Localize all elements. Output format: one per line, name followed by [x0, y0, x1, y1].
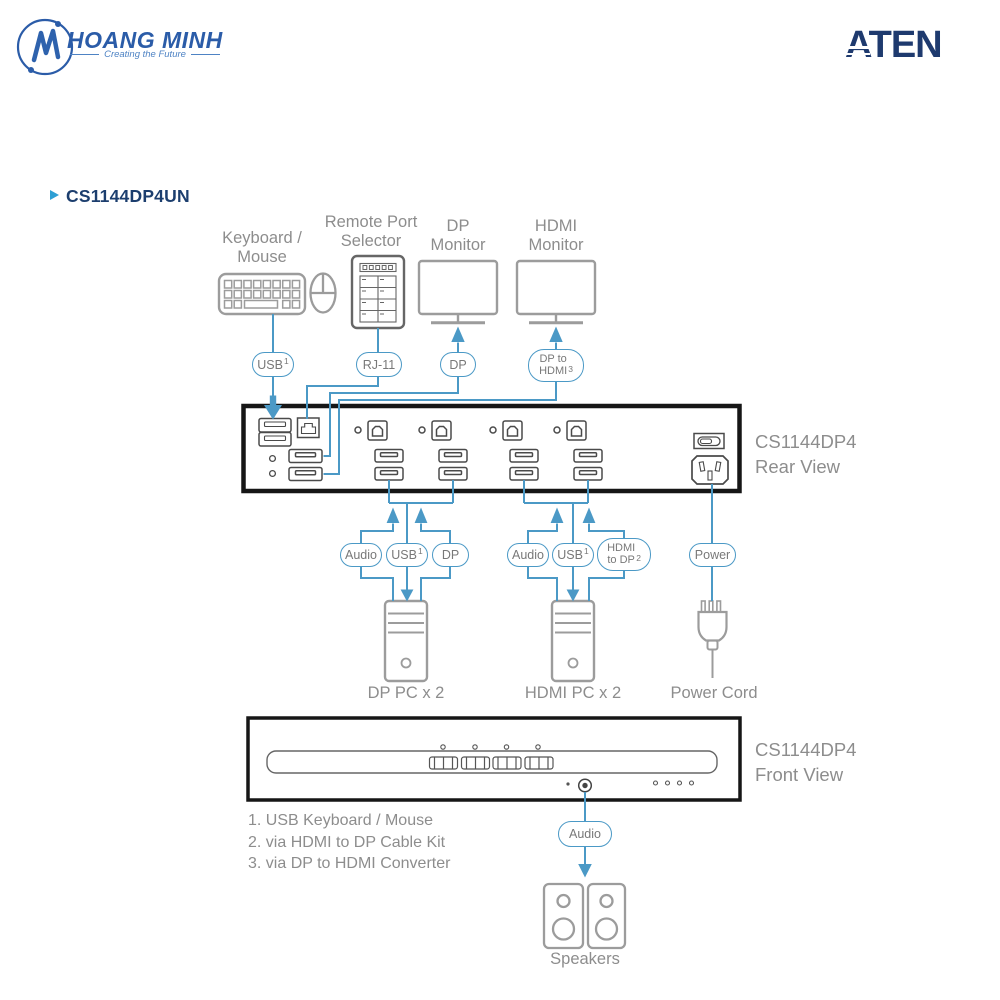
keyboard-icon — [217, 272, 307, 316]
dp-pc-icon — [383, 599, 429, 683]
aten-logo-stripe — [843, 46, 870, 49]
label-remote-port-selector: Remote Port Selector — [324, 213, 418, 250]
brand-name: HOANG MINH — [67, 27, 223, 53]
console-audio-jacks — [268, 454, 277, 478]
tagline-dash-left — [70, 53, 100, 56]
power-switch — [693, 432, 725, 450]
footnote-1: 1. USB Keyboard / Mouse — [248, 812, 433, 829]
rear-panel — [241, 403, 742, 494]
front-audio-jack — [577, 778, 593, 793]
page-title: CS1144DP4UN — [66, 186, 190, 206]
connector-arrows — [264, 326, 596, 878]
footnotes: 1. USB Keyboard / Mouse 2. via HDMI to D… — [248, 810, 450, 875]
console-usb-ports — [258, 417, 292, 447]
port-select-pushbuttons — [428, 756, 554, 770]
label-dp-pc: DP PC x 2 — [367, 684, 445, 702]
tagline-dash-right — [190, 53, 221, 56]
label-power-cord: Power Cord — [670, 684, 758, 702]
label-speakers: Speakers — [550, 950, 620, 968]
footnote-2: 2. via HDMI to DP Cable Kit — [248, 833, 446, 851]
front-bezel-slot — [266, 750, 718, 774]
port-leds — [440, 744, 541, 750]
speakers-icon — [542, 882, 627, 950]
dp-monitor-icon — [417, 259, 499, 325]
cable-pill-dp-pc: DP — [432, 543, 469, 567]
cable-pill-audio-2: Audio — [507, 543, 549, 567]
aten-logo-stripe — [843, 59, 870, 62]
label-keyboard-mouse: Keyboard / Mouse — [222, 229, 302, 266]
front-status-dots — [652, 780, 695, 786]
cable-pill-audio-1: Audio — [340, 543, 382, 567]
brand-tagline: Creating the Future — [70, 49, 221, 60]
power-inlet — [691, 455, 729, 485]
rj11-port — [296, 417, 320, 439]
label-rear-view: CS1144DP4 Rear View — [755, 431, 857, 477]
power-plug-icon — [697, 600, 728, 678]
remote-port-selector-icon — [350, 254, 406, 330]
aten-logo-stripe — [843, 52, 870, 56]
cable-pill-dp-display: DP — [440, 352, 476, 377]
cable-pill-power: Power — [689, 543, 736, 567]
label-hdmi-monitor: HDMI Monitor — [528, 217, 584, 254]
cable-pill-rj11: RJ-11 — [356, 352, 402, 377]
title-arrow-icon — [50, 190, 59, 200]
front-mic-dot — [566, 782, 570, 786]
hdmi-monitor-icon — [515, 259, 597, 325]
cable-pill-audio-front: Audio — [558, 821, 612, 847]
label-dp-monitor: DP Monitor — [430, 217, 486, 254]
footnote-3: 3. via DP to HDMI Converter — [248, 855, 451, 872]
connector-lines — [272, 314, 713, 865]
label-hdmi-pc: HDMI PC x 2 — [524, 684, 622, 702]
pc-port-banks — [354, 420, 603, 481]
hdmi-pc-icon — [550, 599, 596, 683]
label-front-view: CS1144DP4 Front View — [755, 739, 857, 785]
mouse-icon — [309, 272, 337, 314]
hoang-minh-logo-icon — [16, 18, 74, 76]
front-panel — [246, 716, 742, 802]
